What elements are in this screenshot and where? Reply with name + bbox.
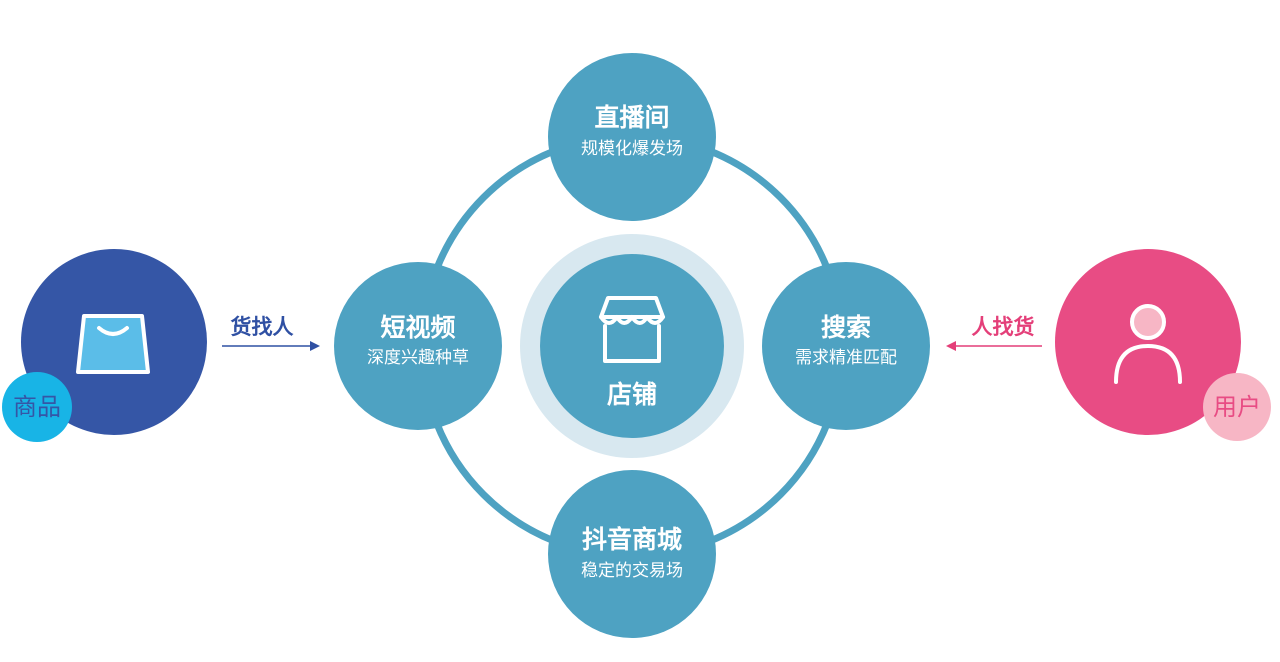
goods-arrow-label: 货找人 [230, 315, 294, 339]
goods-badge-label: 商品 [13, 393, 61, 421]
user-badge-label: 用户 [1213, 393, 1261, 421]
mall-subtitle: 稳定的交易场 [581, 561, 683, 581]
center-label: 店铺 [606, 380, 658, 409]
person-icon [1114, 304, 1182, 384]
search-title: 搜索 [820, 313, 872, 342]
short-video-title: 短视频 [380, 313, 456, 342]
node-live-room [548, 53, 716, 221]
goods-badge [2, 372, 72, 442]
shopping-bag-icon [76, 314, 150, 374]
user-arrow-label: 人找货 [971, 315, 1035, 339]
mall-title: 抖音商城 [581, 525, 683, 554]
node-search [762, 262, 930, 430]
live-room-title: 直播间 [594, 103, 670, 132]
node-short-video [334, 262, 502, 430]
user-circle [1055, 249, 1241, 435]
node-mall [548, 470, 716, 638]
live-room-subtitle: 规模化爆发场 [581, 139, 683, 159]
search-subtitle: 需求精准匹配 [795, 348, 897, 368]
store-icon [599, 296, 665, 363]
user-badge [1203, 373, 1271, 441]
short-video-subtitle: 深度兴趣种草 [367, 348, 469, 368]
center-node-store [540, 254, 724, 438]
